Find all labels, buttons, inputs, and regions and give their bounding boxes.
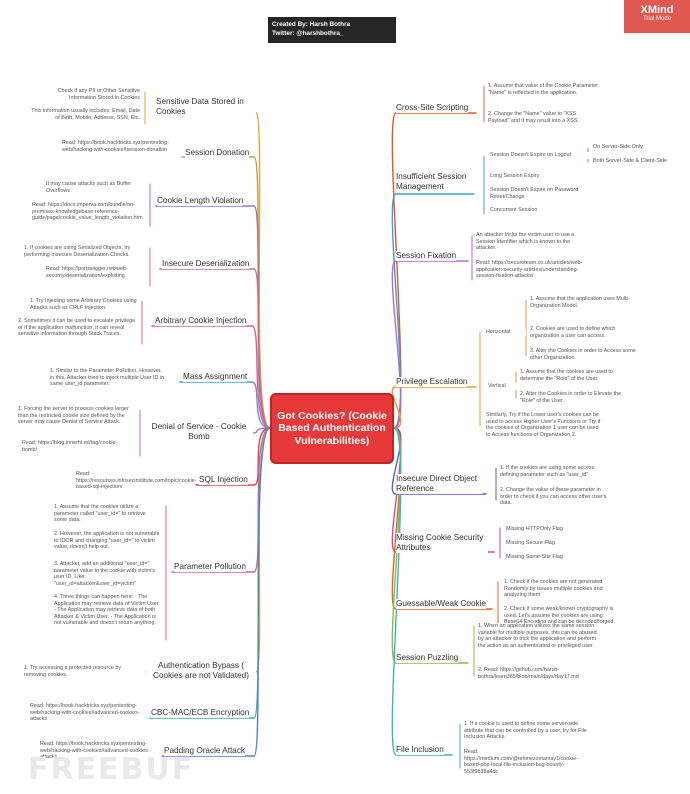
- note-horizontal-1: 1. Assume that the application uses Mult…: [530, 296, 644, 310]
- note-missing-samesite: Missing Same-Site Flag: [506, 554, 586, 561]
- topic-parameter-pollution[interactable]: Parameter Pollution: [174, 562, 246, 572]
- note-fileinc-1: 1. If a cookie is used to define some se…: [464, 721, 588, 741]
- topic-cbc-mac-ecb[interactable]: CBC-MAC/ECB Encryption: [151, 708, 250, 718]
- note-dos-1: 1. Forcing the server to process cookies…: [18, 406, 136, 426]
- note-idor-1: 1. If the cookies are using some access …: [500, 465, 612, 479]
- connector-line: [391, 427, 402, 756]
- note-deserial-2: Read: https://portswigger.net/web-securi…: [46, 266, 146, 280]
- topic-sensitive-data[interactable]: Sensitive Data Stored in Cookies: [156, 97, 256, 117]
- trial-mode-text: Trial Mode: [642, 16, 672, 22]
- note-ism-1: Session Doesn't Expire on Logout: [490, 152, 590, 159]
- topic-session-puzzling[interactable]: Session Puzzling: [396, 653, 459, 663]
- note-fixation-2: Read: https://secureteam.co.uk/articles/…: [476, 260, 588, 280]
- note-dos-2: Read: https://blog.innerht.ml/tag/cookie…: [22, 440, 130, 454]
- credit-author: Created By: Harsh Bothra: [272, 21, 351, 28]
- topic-session-fixation[interactable]: Session Fixation: [396, 251, 457, 261]
- note-ism-2: Long Session Expiry: [490, 173, 590, 180]
- note-puzzling-2: 2. Read: https://github.com/harsh-bothra…: [478, 667, 598, 681]
- topic-mass-assignment[interactable]: Mass Assignment: [183, 372, 248, 382]
- note-horizontal-3: 3. Alter the Cookies in order to Access …: [530, 348, 644, 362]
- note-weak-1: 1. Check if the cookies are not generate…: [504, 579, 616, 599]
- topic-padding-oracle[interactable]: Padding Oracle Attack: [164, 746, 246, 756]
- topic-arbitrary-cookie-injection[interactable]: Arbitrary Cookie Injection: [155, 316, 247, 326]
- note-cbc-1: Read: https://book.hacktricks.xyz/pentes…: [30, 703, 142, 723]
- credit-twitter: Twitter: @harshbothra_: [272, 30, 344, 37]
- author-credit: Created By: Harsh Bothra Twitter: @harsh…: [268, 17, 396, 43]
- note-length-2: Read: https://docs.imperva.com/bundle/on…: [32, 202, 143, 222]
- note-sensitive-1: Check if any PII or Other Sensitive Info…: [36, 88, 140, 102]
- note-vertical: Vertical: [488, 383, 518, 390]
- topic-cookie-length-violation[interactable]: Cookie Length Violation: [157, 196, 244, 206]
- note-param-3: 3. Attacker, add an additional "user_id=…: [54, 561, 160, 588]
- connector-line: [251, 427, 271, 434]
- note-fixation-1: An attacker tricks the victim user to us…: [476, 232, 588, 252]
- topic-label: Denial of Service - Cookie Bomb: [151, 422, 247, 441]
- note-param-1: 1. Assume that the cookies utilize a par…: [54, 504, 160, 524]
- note-ism-3: Session Doesn't Expire on Password Reset…: [490, 187, 608, 201]
- note-param-4: 4. Three things can happen here: - The A…: [54, 594, 160, 627]
- note-length-1: It may cause attacks such as Buffer Over…: [46, 181, 142, 195]
- topic-sql-injection[interactable]: SQL Injection: [199, 475, 248, 485]
- note-xss-1: 1. Assume that value of the Cookie Param…: [488, 83, 598, 97]
- note-ism-1a: On Server-Side Only: [593, 144, 673, 151]
- connector-line: [391, 386, 402, 429]
- topic-idor[interactable]: Insecure Direct Object Reference: [396, 474, 482, 494]
- note-horizontal: Horizontal: [486, 329, 526, 336]
- topic-insecure-deserialization[interactable]: Insecure Deserialization: [162, 259, 250, 269]
- note-idor-2: 2. Change the value of these parameter i…: [500, 487, 612, 507]
- topic-file-inclusion[interactable]: File Inclusion: [396, 745, 444, 755]
- note-fileinc-2: Read: https://medium.com/@tehmezovtamay1…: [464, 749, 588, 776]
- note-authbypass-1: 1. Try accessing a protected resource by…: [24, 665, 132, 679]
- topic-cross-site-scripting[interactable]: Cross-Site Scripting: [396, 103, 469, 113]
- note-vertical-1: 1. Assume that the cookies are used to d…: [520, 369, 634, 383]
- topic-label: Sensitive Data Stored in Cookies: [156, 97, 244, 116]
- connector-line: [251, 381, 271, 429]
- connector-line: [253, 427, 271, 573]
- xmind-trial-badge: XMind Trial Mode: [624, 0, 690, 33]
- connector-line: [391, 260, 402, 429]
- note-deserial-1: 1. If cookies are using Serialized Objec…: [24, 245, 146, 259]
- topic-dos-cookie-bomb[interactable]: Denial of Service - Cookie Bomb: [145, 422, 253, 442]
- note-puzzling-1: 1. When an application utilizes the same…: [478, 623, 598, 650]
- connector-line: [253, 427, 271, 486]
- note-donation-1: Read: https://book.hacktricks.xyz/pentes…: [62, 140, 174, 154]
- note-missing-httponly: Missing HTTPOnly Flag: [506, 526, 586, 533]
- note-arbitrary-1: 1. Try Injecting some Arbitrary Cookies …: [30, 298, 140, 312]
- note-ism-4: Concurrent Session: [490, 207, 590, 214]
- note-privesc-similarly: Similarly, Try if the Lower user's cooki…: [486, 412, 604, 439]
- note-ism-1b: Both Server-Side & Client-Side: [593, 158, 689, 165]
- connector-line: [253, 427, 271, 719]
- topic-privilege-escalation[interactable]: Privilege Escalation: [396, 377, 468, 387]
- note-xss-2: 2. Change the "Name" value to "XSS Paylo…: [488, 111, 598, 125]
- topic-label: Missing Cookie Security Attributes: [396, 533, 484, 552]
- connector-line: [253, 268, 271, 429]
- note-param-2: 2. However, the application is not vulne…: [54, 531, 160, 551]
- topic-missing-security-attributes[interactable]: Missing Cookie Security Attributes: [396, 533, 488, 553]
- topic-label: Insecure Direct Object Reference: [396, 474, 477, 493]
- note-mass-1: 1. Similar to the Parameter Pollution, H…: [50, 368, 166, 388]
- central-topic[interactable]: Got Cookies? (Cookie Based Authenticatio…: [270, 393, 394, 464]
- note-horizontal-2: 2. Cookies are used to define which orga…: [530, 326, 644, 340]
- topic-session-donation[interactable]: Session Donation: [185, 148, 250, 158]
- topic-guessable-weak-cookie[interactable]: Guessable/Weak Cookie: [396, 599, 486, 609]
- note-padding-1: Read: https://book.hacktricks.xyz/pentes…: [40, 741, 152, 761]
- topic-insufficient-session-management[interactable]: Insufficient Session Management: [396, 172, 476, 192]
- note-arbitrary-2: 2. Sometimes it can be used to escalate …: [18, 318, 140, 338]
- freebuf-watermark: FREEBUF: [28, 752, 195, 787]
- topic-label: Insufficient Session Management: [396, 172, 467, 191]
- connector-line: [251, 325, 271, 429]
- topic-authentication-bypass[interactable]: Authentication Bypass ( Cookies are not …: [146, 661, 256, 681]
- note-vertical-2: 2. Alter the Cookies in order to Elevate…: [520, 391, 634, 405]
- note-missing-secure: Missing Secure Flag: [506, 540, 586, 547]
- xmind-logo-text: XMind: [640, 4, 674, 16]
- topic-label: Authentication Bypass ( Cookies are not …: [153, 661, 249, 680]
- note-sqli-1: Read: https://resources.infosecinstitute…: [76, 471, 197, 491]
- note-sensitive-2: This information usually includes: Email…: [30, 108, 140, 122]
- connector-line: [253, 427, 271, 757]
